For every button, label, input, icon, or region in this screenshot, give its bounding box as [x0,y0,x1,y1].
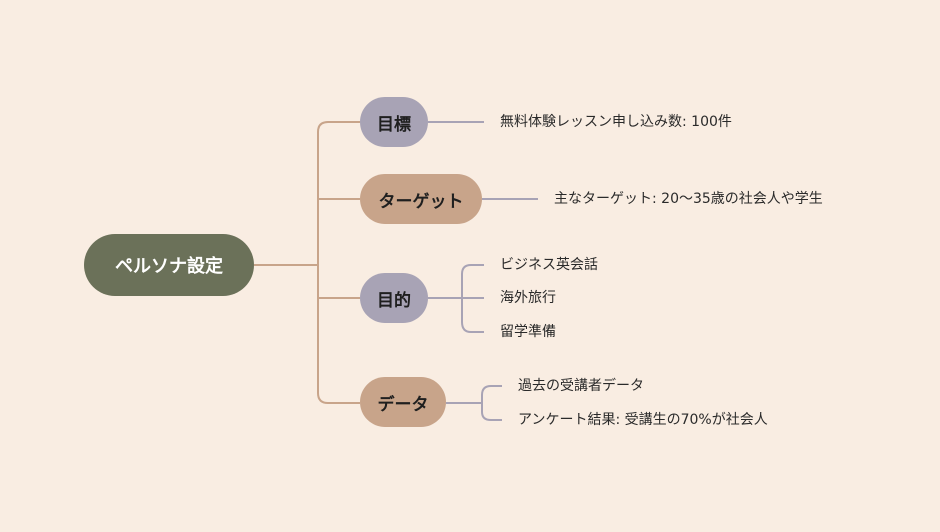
branch-goal: 目標 [360,97,428,147]
connector-data-leaves [446,385,502,421]
leaf-data-survey: アンケート結果: 受講生の70%が社会人 [518,412,768,428]
leaf-target: 主なターゲット: 20〜35歳の社会人や学生 [554,191,823,207]
connector-purpose-leaves [428,264,484,333]
trunk-line [317,121,360,404]
branch-target: ターゲット [360,174,482,224]
leaf-purpose-travel: 海外旅行 [500,290,556,306]
leaf-data-past: 過去の受講者データ [518,378,644,394]
root-node: ペルソナ設定 [84,234,254,296]
leaf-goal: 無料体験レッスン申し込み数: 100件 [500,114,732,130]
leaf-purpose-study-abroad: 留学準備 [500,324,556,340]
branch-data: データ [360,377,446,427]
leaf-purpose-business: ビジネス英会話 [500,257,598,273]
branch-purpose: 目的 [360,273,428,323]
